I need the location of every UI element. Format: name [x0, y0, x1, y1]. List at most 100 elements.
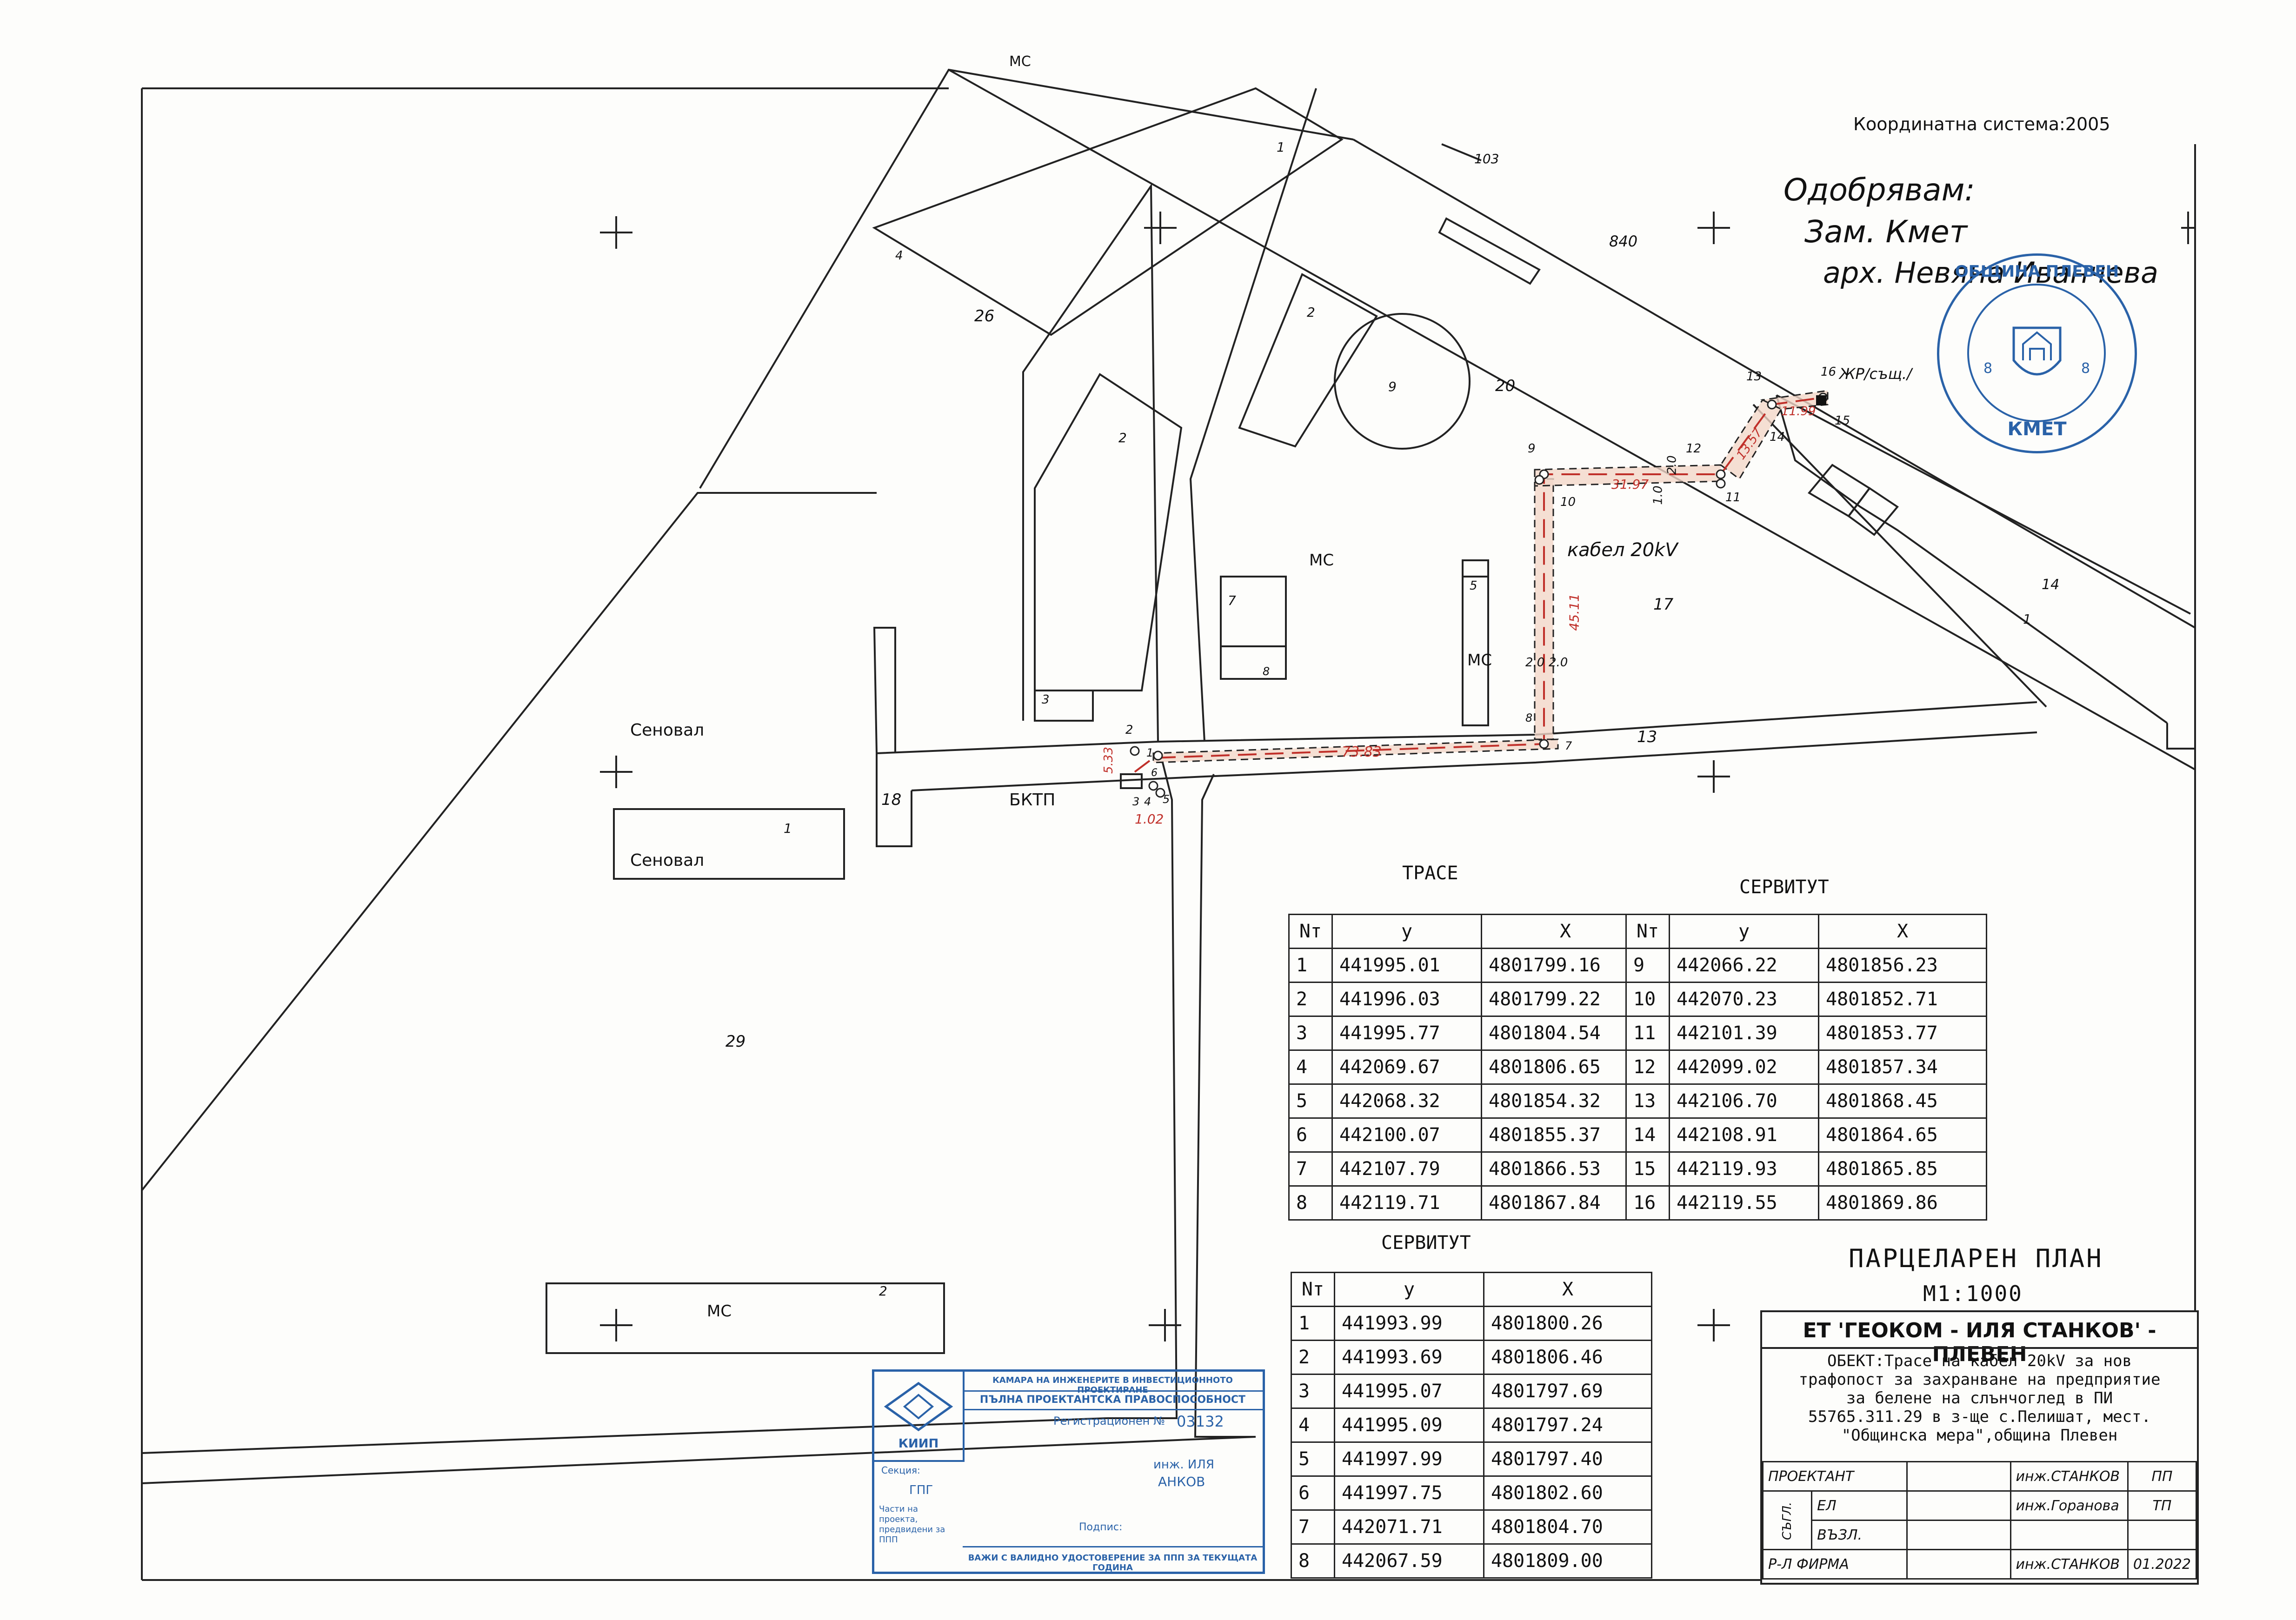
cell: 441995.01 [1331, 948, 1482, 983]
dimension-2-0-a: 2.0 [1525, 656, 1545, 670]
route-point-7: 7 [1565, 739, 1572, 752]
designer-name: инж.СТАНКОВ [2010, 1461, 2129, 1492]
marker-103-arrow [1441, 143, 1482, 161]
cell: 4801866.53 [1481, 1151, 1650, 1187]
kiip-section: ГПГ [909, 1483, 933, 1497]
el-code: ТП [2127, 1490, 2197, 1521]
cell: 4801868.45 [1818, 1083, 1987, 1119]
kiip-parts-label: Части на проекта, предвидени за ППП [879, 1504, 945, 1545]
col-header-nt: Nт [1625, 914, 1670, 949]
cell: 4801806.65 [1481, 1049, 1650, 1085]
building-number-3: 3 [1042, 693, 1050, 707]
building-number-8: 8 [1263, 665, 1270, 678]
col-header-x: X [1818, 914, 1987, 949]
route-point-13: 13 [1746, 370, 1762, 384]
cell: 4801804.54 [1481, 1016, 1650, 1051]
municipal-stamp-bottom-text: КМЕТ [2007, 418, 2067, 440]
railway-ii [948, 69, 2196, 770]
table-header-row: Nт y X [1291, 1272, 1652, 1307]
cell: 3 [1291, 1374, 1335, 1409]
route-point-2: 2 [1125, 723, 1133, 737]
coordinate-system-label: Координатна система:2005 [1853, 114, 2110, 134]
cell: 4801854.32 [1481, 1083, 1650, 1119]
cell: 1 [1288, 948, 1333, 983]
cell: 4801856.23 [1818, 948, 1987, 983]
route-point-9: 9 [1528, 442, 1536, 456]
cell: 5 [1291, 1441, 1335, 1477]
label-ms-top: МС [1009, 53, 1031, 70]
building-2-mid [1238, 273, 1378, 448]
parcel-number-14: 14 [2042, 577, 2060, 593]
kiip-signature-label: Подпис: [1079, 1521, 1123, 1533]
table-row: ВЪЗЛ. [1763, 1520, 2197, 1550]
tank-9 [1334, 313, 1471, 450]
designer-signature-cell [1906, 1461, 2011, 1492]
kiip-reg-label: Регистрационен № [1053, 1414, 1165, 1427]
cell: 4801867.84 [1481, 1185, 1650, 1221]
building-number-4: 4 [895, 249, 903, 263]
route-point-5: 5 [1163, 793, 1170, 806]
label-zhr: ЖР/същ./ [1839, 365, 1912, 383]
building-number-1b: 1 [784, 821, 792, 836]
building-number-2b: 2 [1307, 305, 1315, 320]
col-header-y: y [1331, 914, 1482, 949]
cell: 4801797.40 [1483, 1441, 1652, 1477]
cell: 442108.91 [1669, 1117, 1819, 1153]
cell: 8 [1291, 1543, 1335, 1579]
route-point-6: 6 [1151, 767, 1158, 779]
label-ms-3: МС [707, 1302, 732, 1321]
road-vertical-right [1194, 774, 1256, 1438]
route-point-14: 14 [1770, 430, 1785, 444]
cell: 442068.32 [1331, 1083, 1482, 1119]
firm-head-signature-cell [1906, 1549, 2011, 1580]
parcel-1-strip-b [1776, 395, 2168, 724]
building-number-9: 9 [1388, 379, 1397, 394]
building-number-1c: 1 [2023, 611, 2031, 627]
parcel-number-29: 29 [725, 1032, 746, 1051]
parcel-1-east [2166, 723, 2195, 750]
dimension-11-99: 11.99 [1781, 405, 1816, 418]
cell: 1 [1291, 1306, 1335, 1341]
road-diagonal-right [1189, 88, 1317, 742]
road-bottom-right [141, 1436, 1256, 1484]
cell: 441996.03 [1331, 982, 1482, 1017]
designer-label: ПРОЕКТАНТ [1762, 1461, 1908, 1492]
agreed-label: СЪГЛ. [1762, 1490, 1813, 1550]
plan-scale: М1:1000 [1923, 1281, 2023, 1306]
firm-head-name: инж.СТАНКОВ [2010, 1549, 2129, 1580]
el-label: ЕЛ [1811, 1490, 1908, 1521]
label-senoval-1: Сеновал [630, 721, 705, 740]
municipal-coat-of-arms-icon [2012, 326, 2062, 376]
cell: 2 [1288, 982, 1333, 1017]
servitut-table-2-title: СЕРВИТУТ [1381, 1232, 1471, 1254]
municipal-stamp-number-left: 8 [1983, 360, 1993, 377]
cell: 11 [1625, 1016, 1670, 1051]
route-point-12: 12 [1686, 442, 1702, 456]
parcel-29-boundary [141, 492, 877, 1191]
kiip-logo-icon [884, 1381, 953, 1432]
title-block: ЕТ 'ГЕОКОМ - ИЛЯ СТАНКОВ' - ПЛЕВЕН ОБЕКТ… [1760, 1310, 2199, 1585]
cell: 4801799.22 [1481, 982, 1650, 1017]
cell: 442071.71 [1334, 1509, 1484, 1545]
table-row: ПРОЕКТАНТ инж.СТАНКОВ ПП [1762, 1461, 2197, 1492]
dimension-31-97: 31.97 [1611, 477, 1649, 492]
cell: 441995.77 [1331, 1016, 1482, 1051]
route-point-11: 11 [1725, 491, 1741, 505]
kiip-divider-3 [963, 1546, 1263, 1547]
route-point-4: 4 [1144, 795, 1151, 808]
vazl-code-cell [2127, 1520, 2197, 1550]
object-description: ОБЕКТ:Трасе на кабел 20kV за нов трафопо… [1771, 1352, 2188, 1445]
col-header-nt: Nт [1288, 914, 1333, 949]
dimension-45-11: 45.11 [1566, 593, 1582, 631]
cell: 3 [1288, 1016, 1333, 1051]
cell: 4801869.86 [1818, 1185, 1987, 1221]
railway [1352, 139, 2196, 629]
building-3 [1034, 690, 1094, 722]
firm-divider [1762, 1347, 2197, 1349]
